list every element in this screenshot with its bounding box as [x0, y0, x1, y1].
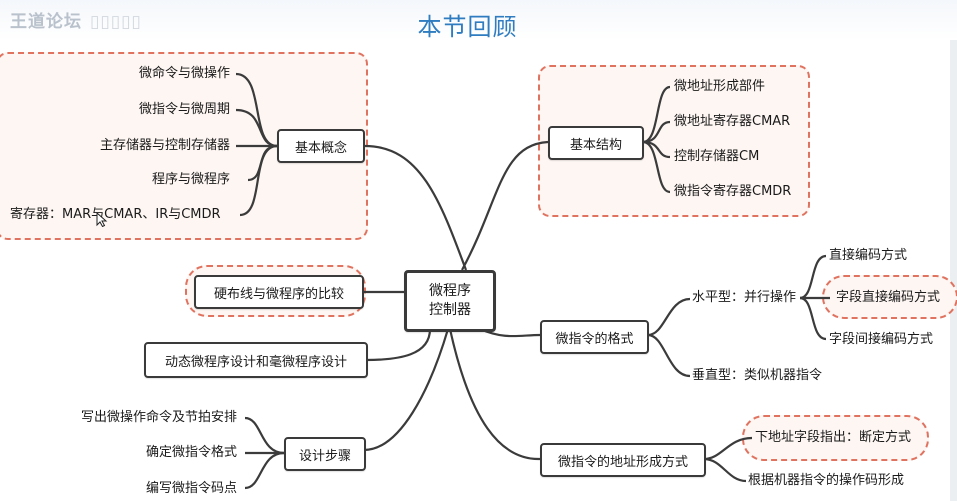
center-label-line2: 控制器	[429, 302, 471, 318]
leaf-code-points: 编写微指令码点	[145, 481, 237, 496]
leaf-direct-encoding: 直接编码方式	[829, 248, 908, 263]
mouse-cursor-icon	[96, 212, 108, 227]
highlight-next-address	[742, 415, 929, 461]
leaf-control-memory-cm: 控制存储器CM	[674, 149, 760, 164]
leaf-program-microprogram: 程序与微程序	[151, 172, 230, 187]
leaf-field-direct-encoding: 字段直接编码方式	[836, 290, 941, 305]
highlight-basic-structure	[538, 65, 810, 217]
leaf-opcode-formation: 根据机器指令的操作码形成	[748, 473, 905, 488]
node-basic-structure[interactable]: 基本结构	[548, 126, 644, 160]
center-node[interactable]: 微程序 控制器	[404, 270, 496, 332]
leaf-horizontal-type: 水平型：并行操作	[692, 290, 797, 305]
node-dynamic-design[interactable]: 动态微程序设计和毫微程序设计	[144, 342, 368, 378]
leaf-registers: 寄存器：MAR与CMAR、IR与CMDR	[10, 207, 221, 222]
leaf-cmdr: 微指令寄存器CMDR	[674, 184, 792, 199]
leaf-determine-format: 确定微指令格式	[145, 445, 237, 460]
leaf-cmar: 微地址寄存器CMAR	[674, 114, 791, 129]
node-basic-concepts[interactable]: 基本概念	[277, 129, 365, 163]
leaf-next-address-field: 下地址字段指出：断定方式	[755, 430, 912, 445]
leaf-micro-command: 微命令与微操作	[138, 66, 230, 81]
top-bar	[0, 0, 957, 40]
leaf-micro-instruction-cycle: 微指令与微周期	[138, 102, 230, 117]
highlight-field-direct	[822, 275, 957, 319]
center-label-line1: 微程序	[429, 283, 471, 299]
page-title: 本节回顾	[417, 13, 518, 41]
leaf-main-control-memory: 主存储器与控制存储器	[99, 138, 230, 153]
scrollbar[interactable]	[950, 40, 957, 501]
watermark-logo: 王道论坛▯▯▯▯▯	[10, 12, 142, 32]
node-design-steps[interactable]: 设计步骤	[284, 437, 366, 471]
node-comparison[interactable]: 硬布线与微程序的比较	[194, 275, 364, 309]
leaf-vertical-type: 垂直型：类似机器指令	[692, 368, 823, 383]
leaf-write-micro-ops: 写出微操作命令及节拍安排	[80, 410, 237, 425]
leaf-micro-address-unit: 微地址形成部件	[674, 79, 766, 94]
node-microinstruction-format[interactable]: 微指令的格式	[540, 320, 649, 354]
node-address-formation[interactable]: 微指令的地址形成方式	[540, 443, 706, 477]
leaf-field-indirect-encoding: 字段间接编码方式	[829, 332, 934, 347]
